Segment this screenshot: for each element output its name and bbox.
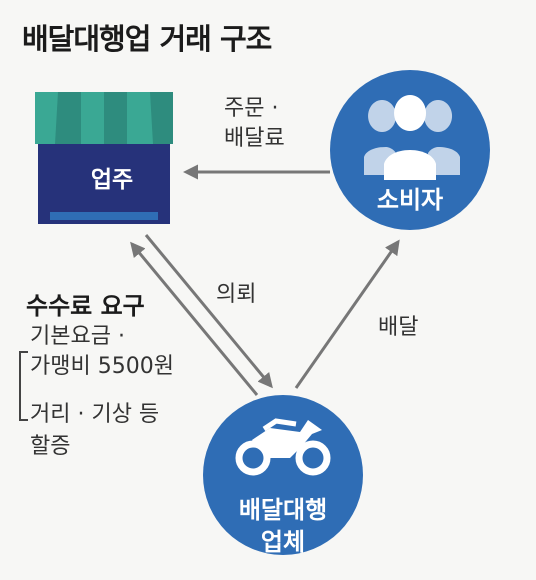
consumer-label: 소비자 [376, 186, 444, 214]
motorcycle-icon [235, 418, 331, 476]
fee-bracket [19, 351, 28, 421]
fee-item1-line1: 기본요금 · [30, 324, 125, 349]
store-icon [35, 92, 173, 224]
order-label-line2: 배달료 [224, 126, 285, 151]
fee-arrow [130, 241, 259, 396]
delivery-arrow [294, 239, 400, 389]
fee-item2-line1: 거리 · 기상 등 [30, 402, 160, 427]
diagram-title: 배달대행업 거래 구조 [22, 22, 272, 56]
agency-node [203, 395, 363, 555]
agency-label-line2: 업체 [260, 528, 306, 556]
fee-item2-line2: 할증 [30, 434, 71, 459]
agency-label-line1: 배달대행 [238, 496, 328, 524]
request-label: 의뢰 [216, 282, 257, 307]
request-arrow [144, 234, 273, 389]
fee-item1-line2: 가맹비 5500원 [30, 354, 174, 379]
people-icon [364, 95, 460, 180]
delivery-label: 배달 [378, 315, 419, 340]
owner-label: 업주 [90, 167, 134, 193]
fee-title: 수수료 요구 [26, 292, 145, 320]
order-label-line1: 주문 · [224, 96, 279, 121]
